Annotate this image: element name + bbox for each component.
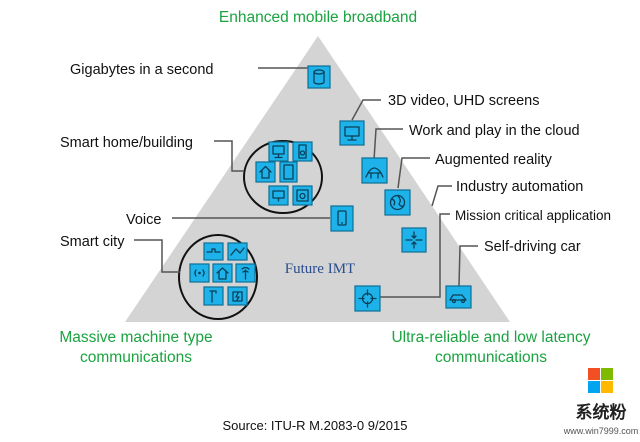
sensor-icon bbox=[227, 242, 248, 261]
watermark-logo bbox=[588, 368, 613, 393]
display-icon bbox=[268, 185, 289, 206]
car-icon bbox=[445, 285, 472, 309]
home-icon bbox=[255, 161, 276, 183]
pipe-icon bbox=[203, 242, 224, 261]
database-icon bbox=[307, 65, 331, 89]
building-icon bbox=[212, 263, 233, 283]
wifi-icon bbox=[189, 263, 210, 283]
tv-icon bbox=[268, 141, 289, 162]
phone-icon bbox=[330, 205, 354, 232]
parking-icon bbox=[203, 286, 224, 306]
connector-industry bbox=[431, 185, 452, 207]
label-3d-video: 3D video, UHD screens bbox=[388, 93, 540, 109]
connector-cloud bbox=[373, 128, 403, 161]
charger-icon bbox=[227, 286, 248, 306]
connector-self-driving bbox=[458, 245, 478, 287]
watermark-url: www.win7999.com bbox=[563, 426, 639, 436]
smart-city-group-circle bbox=[178, 234, 258, 320]
smart-home-group-circle bbox=[243, 140, 323, 214]
corner-label-mmtc-line1: Massive machine type bbox=[59, 329, 212, 346]
connector-mission bbox=[380, 213, 450, 298]
connector-ar bbox=[397, 157, 430, 189]
label-gigabytes: Gigabytes in a second bbox=[70, 62, 213, 78]
label-industry: Industry automation bbox=[456, 179, 583, 195]
connector-smart-home bbox=[214, 140, 244, 172]
tablet-icon bbox=[279, 161, 298, 183]
speaker-icon bbox=[292, 141, 313, 162]
label-cloud: Work and play in the cloud bbox=[409, 123, 580, 139]
label-smart-home: Smart home/building bbox=[60, 135, 193, 151]
future-imt-label: Future IMT bbox=[285, 261, 355, 277]
label-voice: Voice bbox=[126, 212, 161, 228]
target-icon bbox=[354, 285, 381, 312]
label-self-driving: Self-driving car bbox=[484, 239, 581, 255]
watermark-brand: 系统粉 bbox=[576, 402, 627, 422]
connector-smart-city bbox=[134, 239, 180, 273]
washer-icon bbox=[292, 185, 313, 206]
corner-label-urllc-line2: communications bbox=[435, 349, 547, 366]
connector-3d-video bbox=[351, 99, 381, 121]
robot-icon bbox=[361, 157, 388, 184]
corner-label-mmtc-line2: communications bbox=[80, 349, 192, 366]
corner-label-urllc-line1: Ultra-reliable and low latency bbox=[391, 329, 590, 346]
monitor-icon bbox=[339, 120, 365, 146]
globe-icon bbox=[384, 189, 411, 216]
corner-label-embb: Enhanced mobile broadband bbox=[219, 9, 417, 26]
label-mission: Mission critical application bbox=[455, 208, 611, 223]
source-caption: Source: ITU-R M.2083-0 9/2015 bbox=[223, 418, 408, 433]
label-ar: Augmented reality bbox=[435, 152, 553, 168]
label-smart-city: Smart city bbox=[60, 234, 125, 250]
crosshair-icon bbox=[401, 227, 427, 253]
antenna-icon bbox=[235, 263, 256, 283]
